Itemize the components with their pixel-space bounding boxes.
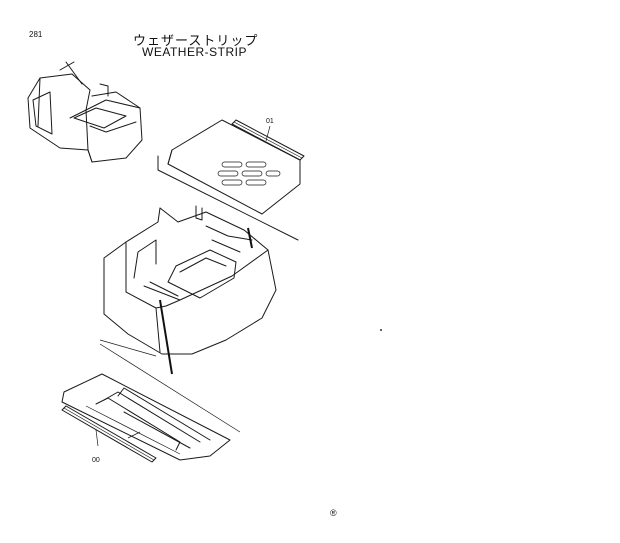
title-english: WEATHER-STRIP <box>142 45 247 59</box>
cab-floor-assembly <box>103 205 277 355</box>
stray-dot <box>380 329 382 331</box>
callout-label-00: 00 <box>92 457 100 464</box>
callout-label-01: 01 <box>266 118 274 125</box>
mat-slots <box>217 161 281 186</box>
weather-strip-00 <box>61 405 157 463</box>
lower-step-plate <box>61 373 231 461</box>
page-number: 281 <box>29 30 43 39</box>
registered-mark: ® <box>330 508 337 518</box>
overview-machine-illustration <box>27 61 143 163</box>
weather-strip-01 <box>231 119 305 161</box>
upper-floor-plate <box>157 119 301 241</box>
assembly-leader-lines <box>99 227 253 433</box>
title-japanese: ウェザーストリップ <box>133 34 259 49</box>
